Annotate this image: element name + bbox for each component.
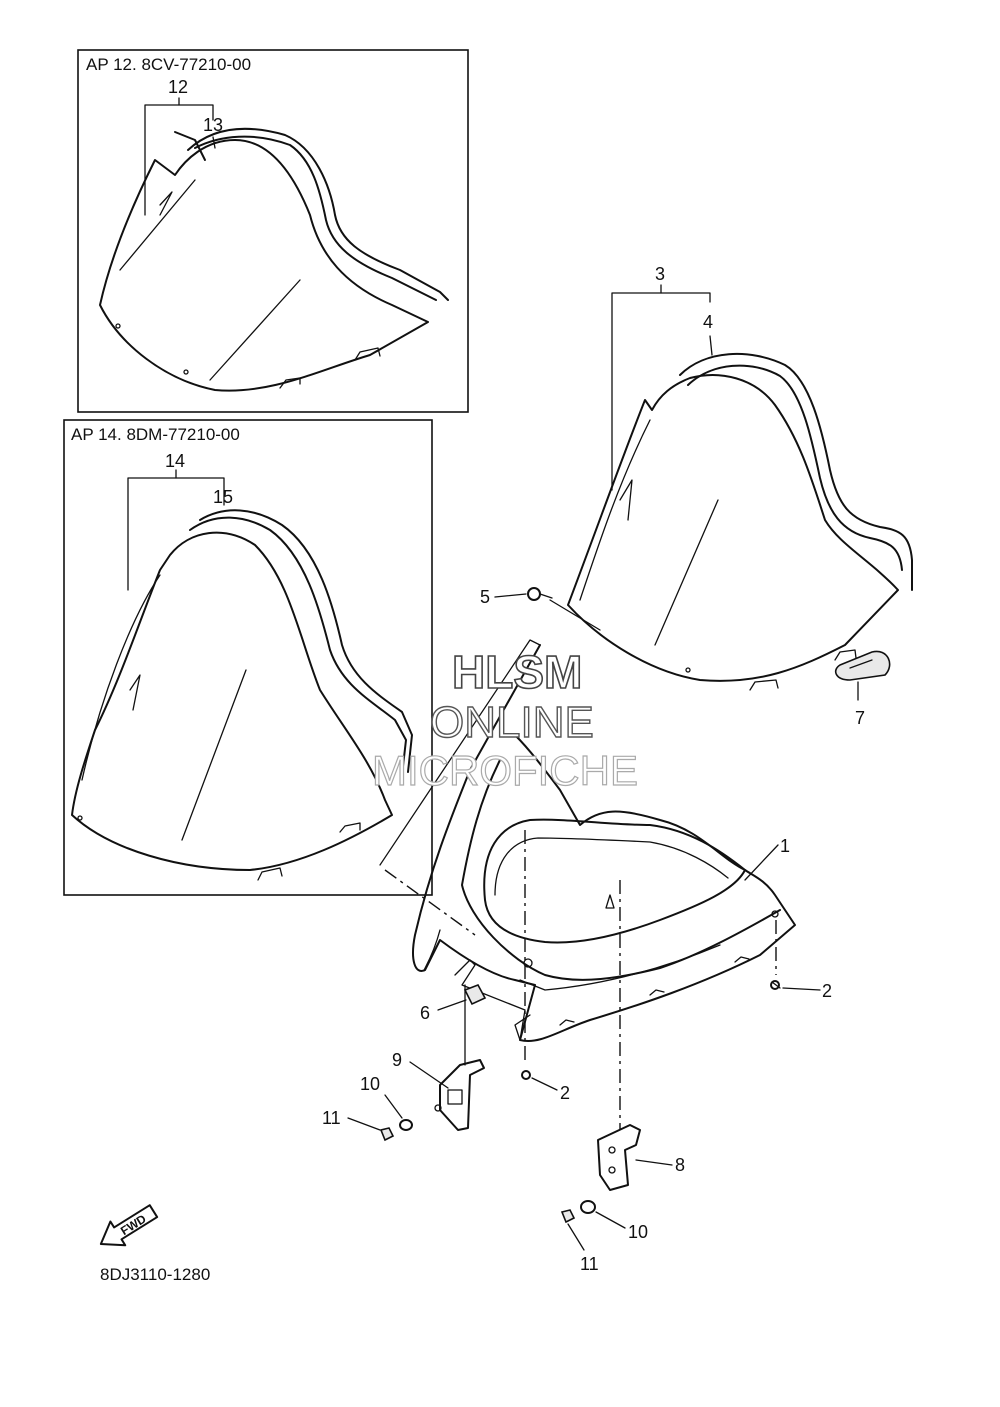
grommet-6 [463,984,487,1006]
nut-11a [379,1127,395,1142]
bracket-14 [127,469,225,591]
watermark-line-2: ONLINE [430,698,594,747]
leader-5 [494,593,527,598]
fwd-arrow-icon: FWD [99,1204,159,1247]
leader-2a [782,987,821,991]
part-label-7: 7 [855,708,865,728]
bracket-3 [611,284,711,491]
watermark-line-1: HLSM [452,646,582,698]
part-label-10b: 10 [628,1222,648,1242]
leader-8 [635,1159,673,1166]
part-label-15: 15 [213,487,233,507]
part-label-2a: 2 [822,981,832,1001]
diagram-code: 8DJ3110-1280 [100,1265,210,1284]
part-label-3: 3 [655,264,665,284]
leader-11b [567,1223,585,1251]
leader-4 [709,335,713,356]
leader-10b [595,1211,626,1229]
part-label-2b: 2 [560,1083,570,1103]
screw-2b [521,1070,531,1080]
inset-box-ap12: AP 12. 8CV-77210-00 12 13 [77,49,469,413]
leader-9 [409,1061,449,1089]
assembly-lines [379,639,777,1130]
leader-1 [744,844,779,881]
watermark: HLSM ONLINE MICROFICHE [371,645,638,794]
windscreen-14-drawing [71,509,413,881]
leader-11a [347,1117,381,1131]
part-label-11a: 11 [322,1108,341,1128]
inset-box-ap14-title: AP 14. 8DM-77210-00 [71,425,240,444]
leader-2b [531,1077,558,1091]
inset-box-ap14: AP 14. 8DM-77210-00 14 15 [63,419,433,896]
windscreen-3-drawing [567,352,913,691]
cowling-1-drawing [412,644,796,1042]
part-label-14: 14 [165,451,185,471]
part-label-8: 8 [675,1155,685,1175]
grommet-7 [834,650,891,701]
part-label-1: 1 [780,836,790,856]
windscreen-12-drawing [99,127,449,392]
leader-6 [437,999,467,1011]
inset-box-ap12-title: AP 12. 8CV-77210-00 [86,55,251,74]
leader-13 [212,136,216,149]
part-label-10a: 10 [360,1074,380,1094]
part-label-12: 12 [168,77,188,97]
part-label-9: 9 [392,1050,402,1070]
fwd-arrow-label: FWD [118,1211,149,1238]
nut-11b [560,1209,576,1224]
washer-10a [399,1119,413,1131]
screw-5 [527,587,601,631]
leader-10a [384,1094,403,1119]
bracket-8 [597,1124,641,1191]
bracket-12 [144,97,214,216]
screw-2a [770,980,781,990]
inset-box-ap14-frame [63,419,433,896]
inset-box-ap12-frame [77,49,469,413]
part-label-11b: 11 [580,1254,599,1274]
part-label-13: 13 [203,115,223,135]
washer-10b [580,1200,596,1214]
part-label-4: 4 [703,312,713,332]
bracket-9 [434,1059,485,1131]
part-label-5: 5 [480,587,490,607]
watermark-line-3: MICROFICHE [372,747,638,794]
part-label-6: 6 [420,1003,430,1023]
